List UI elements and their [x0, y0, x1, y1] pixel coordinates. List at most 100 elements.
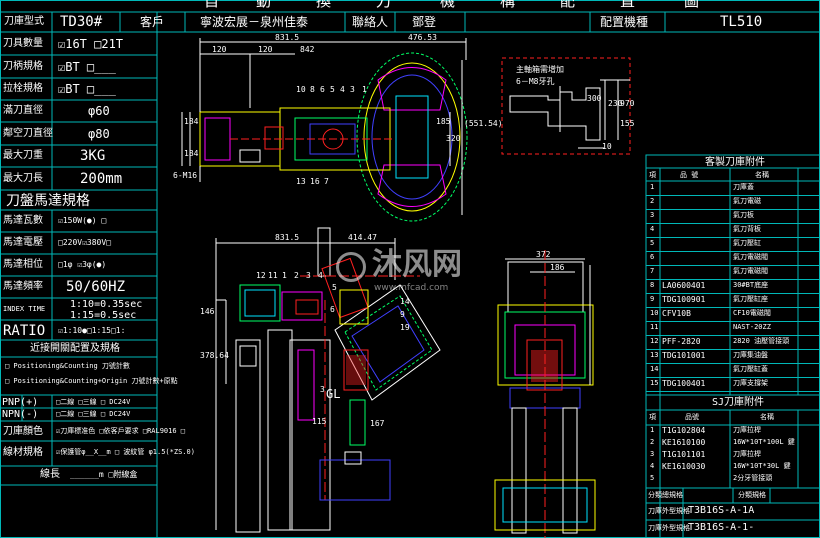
balloon-mid-3[interactable]: 3	[306, 271, 311, 280]
balloon-top-6[interactable]: 6	[320, 85, 325, 94]
part-row-code[interactable]: TDG100401	[662, 379, 706, 388]
spec-label-pull-stud: 拉栓規格	[3, 83, 43, 94]
detect-title: 近接開關配置及規格	[30, 343, 120, 354]
balloon-mid-6[interactable]: 6	[330, 305, 335, 314]
balloon-top-13[interactable]: 13	[296, 177, 306, 186]
footer-label-2: 刀庫外型規格	[648, 507, 690, 515]
parts-col-no: 項	[649, 171, 656, 179]
motor-label-voltage: 馬達電壓	[3, 237, 43, 248]
part-row-divider	[646, 363, 820, 364]
balloon-mid-11[interactable]: 11	[268, 271, 278, 280]
machine-label: 配置機種	[600, 15, 649, 29]
index-time-line1: 1:10=0.35sec	[70, 299, 143, 310]
machine-value: TL510	[720, 14, 763, 30]
dim-551: (551.54)	[464, 119, 503, 128]
dim-842: 842	[300, 45, 315, 54]
spec-label-holder: 刀柄規格	[3, 61, 43, 72]
model-value: TD30#	[60, 14, 103, 30]
title-char-8: 置	[620, 0, 636, 10]
balloon-top-4[interactable]: 4	[340, 85, 345, 94]
parts-col-name: 名稱	[755, 171, 769, 179]
balloon-top-8[interactable]: 8	[310, 85, 315, 94]
balloon-mid-1[interactable]: 1	[282, 271, 287, 280]
sj-row-name: 16W*10T*30L 鍵	[733, 462, 791, 470]
part-row-code[interactable]: PFF-2820	[662, 337, 701, 346]
balloon-top-1[interactable]: 1	[362, 85, 367, 94]
watermark-text: 沐风网	[372, 247, 462, 282]
part-row-divider	[646, 307, 820, 308]
title-char-9: 圖	[684, 0, 700, 10]
balloon-top-5[interactable]: 5	[330, 85, 335, 94]
balloon-mid-2[interactable]: 2	[294, 271, 299, 280]
ratio-value[interactable]: ☑1:10●□1:15□1:	[58, 326, 126, 335]
spec-label-max-weight: 最大刀重	[3, 150, 43, 161]
sj-row-code[interactable]: T1G102804	[662, 426, 706, 435]
detect-option-1[interactable]: □ Positioning&Counting 刀號計數	[5, 362, 130, 370]
part-row-no: 14	[650, 365, 659, 373]
parts-col-code: 品 號	[680, 171, 699, 179]
part-row-name: 刀庫集油盤	[733, 351, 768, 359]
pnp-options[interactable]: □二線 □三線 □ DC24V	[56, 398, 131, 406]
part-row-name: 氣刀壓缸蓋	[733, 365, 768, 373]
spec-value-pull-stud[interactable]: ☑BT □___	[58, 82, 116, 96]
wire-options[interactable]: ☑保護管φ__X__m □ 波紋管 φ1.5(*ZS.0)	[56, 448, 195, 456]
balloon-mid-12[interactable]: 12	[256, 271, 266, 280]
index-time-line2: 1:15=0.5sec	[70, 310, 137, 321]
sj-row-no: 2	[650, 438, 655, 446]
spec-value-max-weight: 3KG	[80, 148, 106, 164]
balloon-mid-14[interactable]: 14	[400, 297, 410, 306]
part-row-divider	[646, 391, 820, 392]
color-options[interactable]: ☑刀庫標准色 □依客戶要求 □RAL9016 □	[56, 427, 186, 435]
spec-label-full-dia: 滿刀直徑	[3, 105, 43, 116]
balloon-mid-9[interactable]: 9	[400, 310, 405, 319]
dim-185: 185	[436, 117, 451, 126]
balloon-mid-4[interactable]: 4	[318, 271, 323, 280]
dim-230: 230	[608, 99, 623, 108]
sj-row-name: 刀庫拉桿	[733, 426, 761, 434]
npn-label: NPN(-)	[2, 409, 39, 420]
sj-row-code[interactable]: T1G101101	[662, 450, 706, 459]
part-row-code[interactable]: TDG101001	[662, 351, 706, 360]
balloon-top-3[interactable]: 3	[350, 85, 355, 94]
spec-value-holder[interactable]: ☑BT □___	[58, 60, 116, 74]
dim-screw-spec: 6-M16	[173, 171, 198, 180]
balloon-top-16[interactable]: 16	[310, 177, 320, 186]
part-row-no: 15	[650, 379, 659, 387]
part-row-code[interactable]: CFV10B	[662, 309, 691, 318]
part-row-divider	[646, 237, 820, 238]
motor-value-phase[interactable]: □1φ ☑3φ(●)	[58, 260, 107, 269]
npn-options[interactable]: □二線 □三線 □ DC24V	[56, 410, 131, 418]
contact-label: 聯絡人	[352, 15, 389, 29]
balloon-top-7[interactable]: 7	[324, 177, 329, 186]
part-row-divider	[646, 195, 820, 196]
part-row-divider	[646, 293, 820, 294]
part-row-name: 刀庫蓋	[733, 183, 754, 191]
dim-120a: 120	[212, 45, 227, 54]
part-row-name: 刀庫支撐架	[733, 379, 768, 387]
part-row-no: 10	[650, 309, 659, 317]
dim-top-total: 831.5	[275, 33, 300, 42]
title-char-3: 換	[316, 0, 332, 10]
balloon-mid-5[interactable]: 5	[332, 283, 337, 292]
spec-value-tool-count[interactable]: ☑16T □21T	[58, 37, 124, 51]
motor-value-power[interactable]: ☑150W(●) □	[58, 216, 107, 225]
motor-label-power: 馬達瓦數	[3, 215, 43, 226]
parts-title: 客製刀庫附件	[705, 157, 765, 168]
part-row-name: 30#BT底座	[733, 281, 769, 289]
part-row-code[interactable]: TDG100901	[662, 295, 706, 304]
sj-row-code[interactable]: KE1610100	[662, 438, 706, 447]
dim-167: 167	[370, 419, 385, 428]
sj-row-no: 3	[650, 450, 655, 458]
detect-option-2[interactable]: □ Positioning&Counting+Origin 刀號計數+原點	[5, 377, 178, 385]
watermark-url: www.mfcad.com	[374, 283, 449, 293]
motor-value-voltage[interactable]: □220V☑380V□	[58, 238, 111, 247]
motor-value-freq: 50/60HZ	[66, 279, 126, 295]
part-row-code[interactable]: LA0600401	[662, 281, 706, 290]
balloon-mid-19[interactable]: 19	[400, 323, 410, 332]
balloon-top-10[interactable]: 10	[296, 85, 306, 94]
sj-row-code[interactable]: KE1610030	[662, 462, 706, 471]
sj-row-no: 1	[650, 426, 655, 434]
part-row-no: 12	[650, 337, 659, 345]
wire-length-value[interactable]: ______m □附線盒	[70, 470, 138, 479]
